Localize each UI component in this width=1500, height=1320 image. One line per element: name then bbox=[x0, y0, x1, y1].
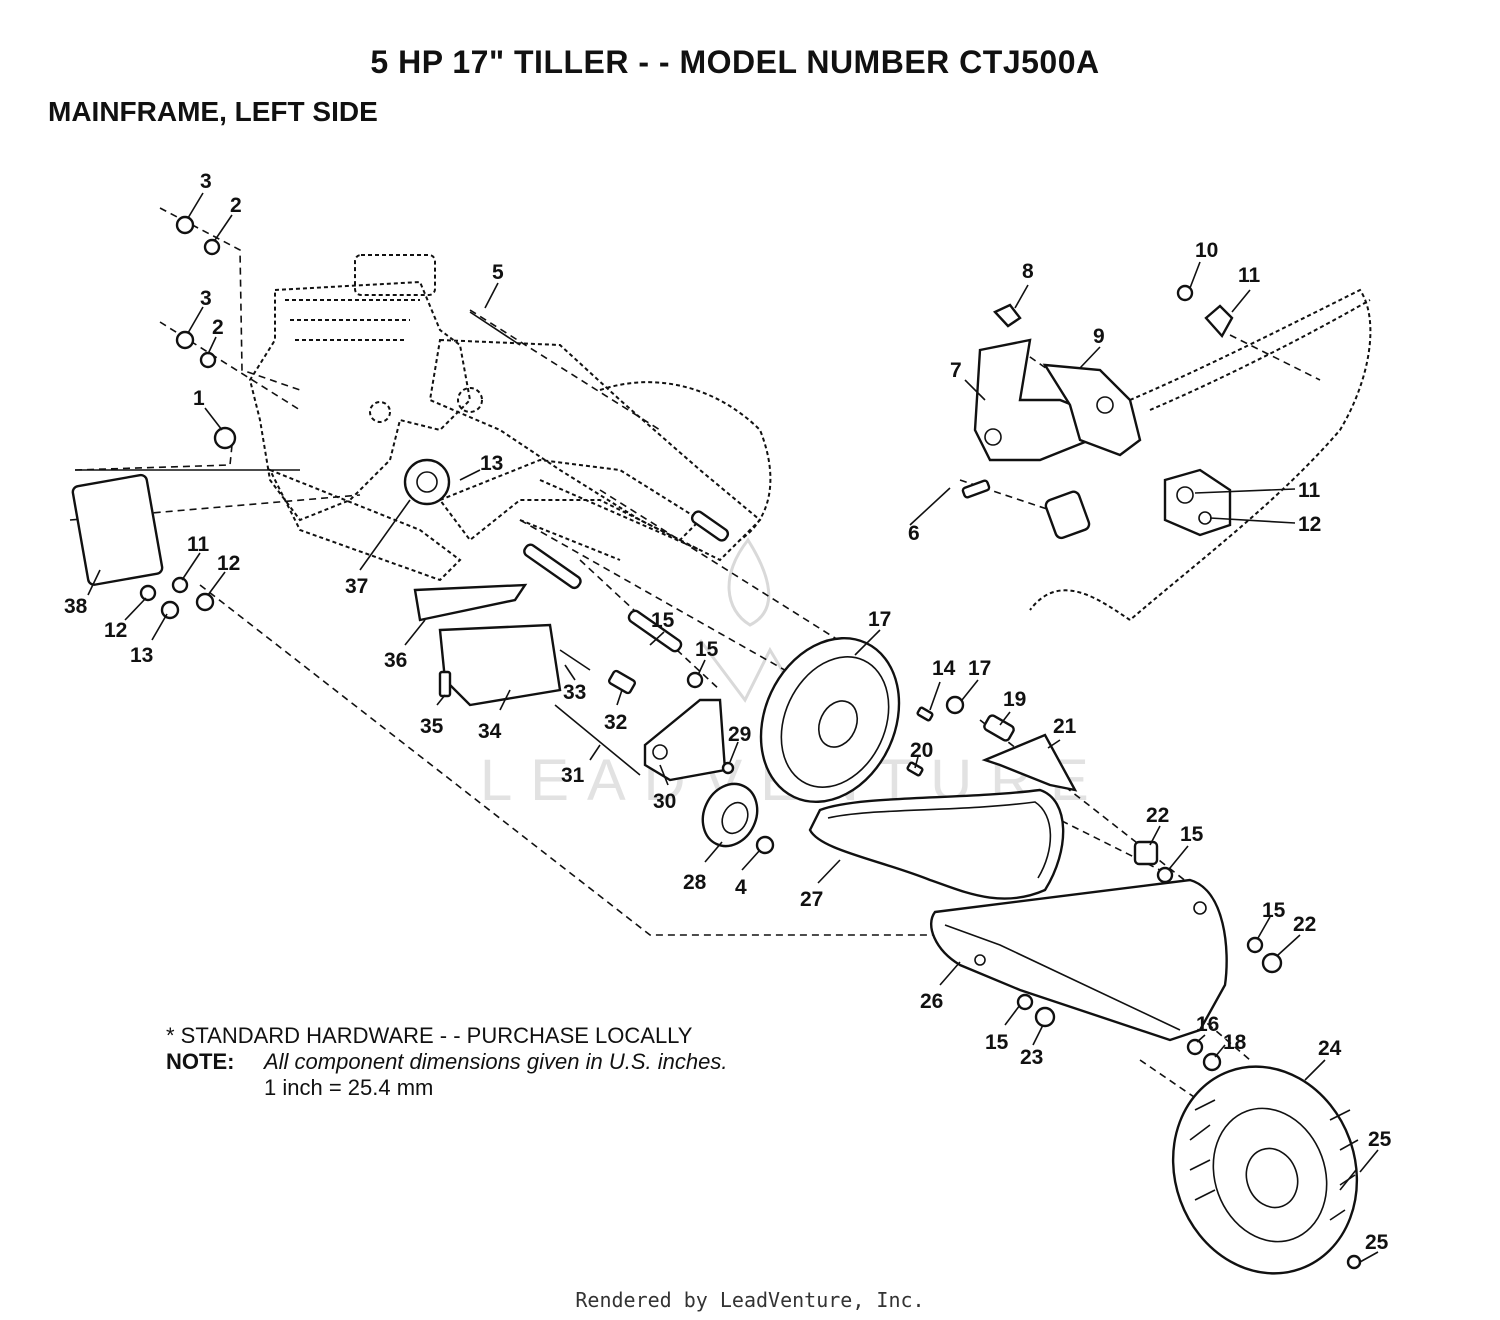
callout-21: 22 bbox=[1146, 804, 1169, 827]
callout-24: 25 bbox=[1368, 1128, 1392, 1151]
callout-15d: 15 bbox=[985, 1031, 1009, 1054]
callout-25: 25 bbox=[1365, 1231, 1389, 1254]
callout-15e: 16 bbox=[1196, 1013, 1219, 1036]
hardware bbox=[71, 215, 1362, 1270]
callout-6: 7 bbox=[950, 359, 962, 382]
callout-37: 37 bbox=[345, 575, 368, 598]
callout-3a: 3 bbox=[200, 170, 212, 193]
dimension-note: NOTE: All component dimensions given in U… bbox=[166, 1049, 727, 1075]
callout-4: 5 bbox=[492, 261, 504, 284]
callout-18: 19 bbox=[1003, 688, 1026, 711]
callout-12b: 12 bbox=[217, 552, 240, 575]
wheel bbox=[1171, 1065, 1359, 1275]
engine-outline bbox=[248, 254, 483, 582]
callout-16: 17 bbox=[868, 608, 891, 631]
callout-12c: 13 bbox=[130, 644, 153, 667]
callout-26: 26 bbox=[920, 990, 943, 1013]
callout-11b: 11 bbox=[187, 533, 210, 556]
callout-34: 34 bbox=[478, 720, 502, 743]
callout-20: 21 bbox=[1053, 715, 1077, 738]
footer-credit: Rendered by LeadVenture, Inc. bbox=[575, 1288, 925, 1312]
note-line-1: All component dimensions given in U.S. i… bbox=[264, 1049, 728, 1074]
callout-2a: 2 bbox=[230, 194, 242, 217]
callout-7: 8 bbox=[1022, 260, 1034, 283]
belt-cover bbox=[930, 878, 1228, 1042]
callout-15a: 15 bbox=[695, 638, 719, 661]
callout-22b: 23 bbox=[1020, 1046, 1043, 1069]
callout-10: 11 bbox=[1238, 264, 1261, 287]
callout-32: 32 bbox=[604, 711, 627, 734]
idler-bracket bbox=[643, 698, 727, 782]
callout-2b: 2 bbox=[212, 316, 224, 339]
callout-11c: 12 bbox=[104, 619, 127, 642]
callout-22a: 22 bbox=[1293, 913, 1316, 936]
callout-11a: 11 bbox=[1298, 479, 1321, 502]
note-label: NOTE: bbox=[166, 1049, 235, 1074]
callout-33: 33 bbox=[563, 681, 586, 704]
depth-stake-bracket bbox=[961, 284, 1234, 540]
notes-block: * STANDARD HARDWARE - - PURCHASE LOCALLY… bbox=[166, 1023, 727, 1101]
callout-13a: 13 bbox=[480, 452, 503, 475]
callout-38: 38 bbox=[64, 595, 88, 618]
callout-31: 31 bbox=[561, 764, 585, 787]
callout-9: 10 bbox=[1195, 239, 1218, 262]
callout-29: 29 bbox=[728, 723, 751, 746]
callout-28: 28 bbox=[683, 871, 707, 894]
conversion-note: 1 inch = 25.4 mm bbox=[166, 1075, 727, 1101]
idler-pulley bbox=[701, 782, 759, 848]
callout-3c: 4 bbox=[735, 876, 747, 899]
callout-8: 9 bbox=[1093, 325, 1105, 348]
mainframe-outline bbox=[428, 338, 772, 562]
callout-13b: 14 bbox=[932, 657, 956, 680]
callout-23: 24 bbox=[1318, 1037, 1342, 1060]
callout-35: 35 bbox=[420, 715, 444, 738]
callout-14: 15 bbox=[651, 609, 675, 632]
callout-1: 1 bbox=[193, 387, 205, 410]
diagram-subtitle: MAINFRAME, LEFT SIDE bbox=[48, 96, 378, 127]
tine-shield-outline bbox=[1029, 288, 1372, 621]
callout-27: 27 bbox=[800, 888, 823, 911]
callout-15b: 15 bbox=[1180, 823, 1204, 846]
callout-12a: 12 bbox=[1298, 513, 1321, 536]
callout-17a: 17 bbox=[968, 657, 991, 680]
callout-30: 30 bbox=[653, 790, 676, 813]
callout-3b: 3 bbox=[200, 287, 212, 310]
v-belt bbox=[808, 788, 1065, 900]
standard-hardware-note: * STANDARD HARDWARE - - PURCHASE LOCALLY bbox=[166, 1023, 693, 1048]
callout-36: 36 bbox=[384, 649, 407, 672]
callout-5: 6 bbox=[908, 522, 920, 545]
callout-15c: 15 bbox=[1262, 899, 1286, 922]
callout-labels: 3 2 3 2 1 5 6 7 8 9 10 11 11 12 11 12 12… bbox=[64, 170, 1392, 1254]
leader-lines bbox=[87, 192, 1379, 1263]
callout-17b: 18 bbox=[1223, 1031, 1247, 1054]
diagram-title: 5 HP 17" TILLER - - MODEL NUMBER CTJ500A bbox=[370, 44, 1100, 80]
callout-19: 20 bbox=[910, 739, 933, 762]
note-line-2: 1 inch = 25.4 mm bbox=[264, 1075, 434, 1100]
